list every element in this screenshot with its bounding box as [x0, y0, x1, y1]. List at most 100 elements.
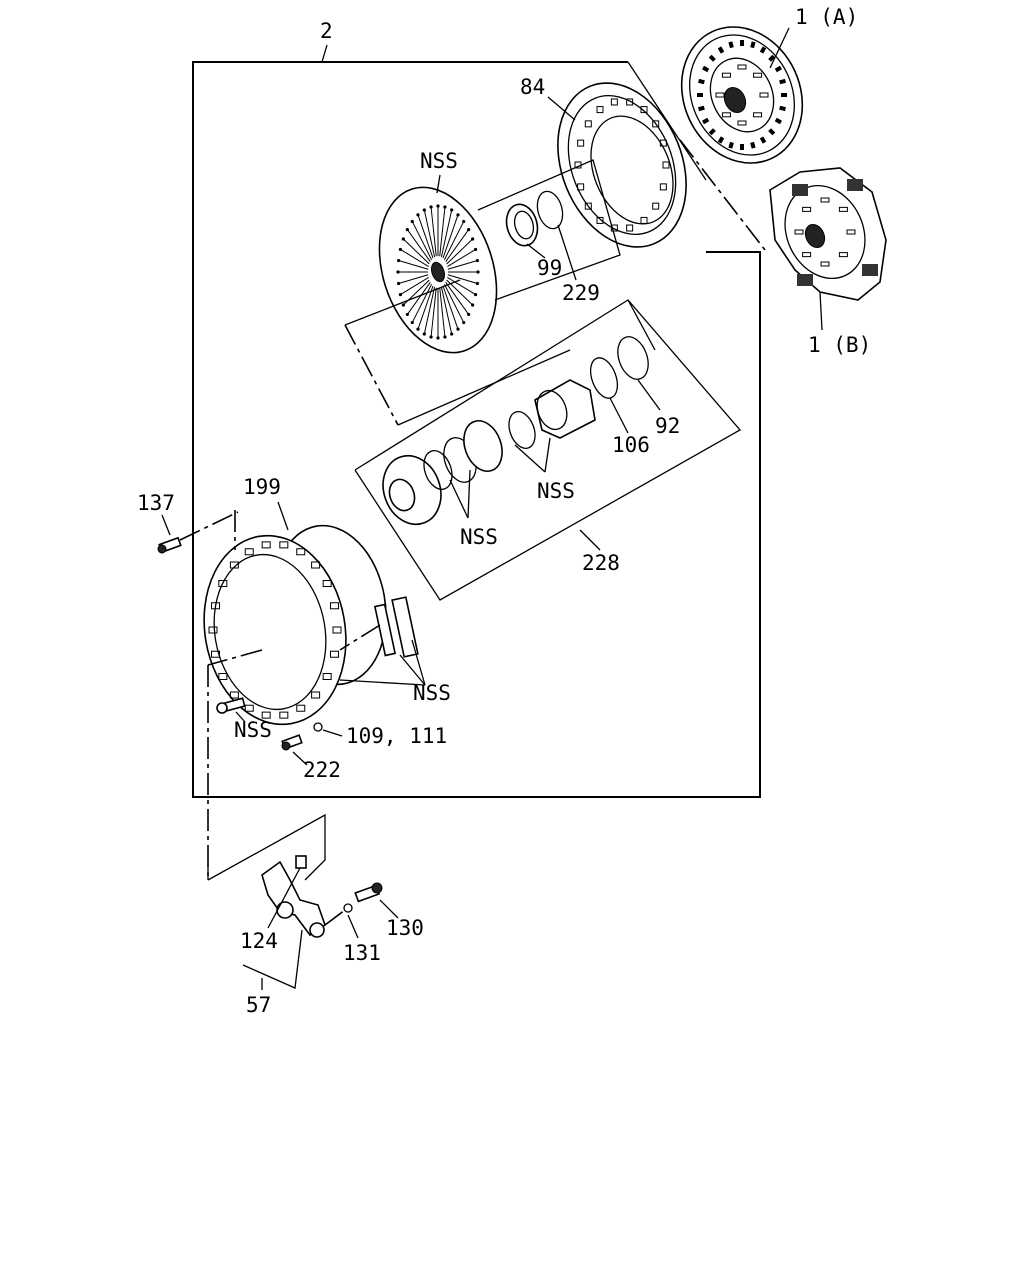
spoke-dot: [401, 303, 405, 307]
friction-segment: [740, 144, 744, 150]
plate-lug: [584, 202, 592, 210]
friction-segment: [708, 54, 716, 62]
housing-rib: [244, 548, 254, 556]
release-fork-icon: [261, 855, 326, 938]
plate-lug: [652, 202, 660, 210]
spoke-line: [417, 285, 434, 330]
friction-segment: [779, 105, 786, 112]
housing-rib: [211, 602, 221, 610]
spoke-dot: [416, 213, 420, 217]
housing-rib: [322, 580, 332, 588]
plate-lug: [610, 98, 618, 106]
damper-spring: [820, 261, 830, 267]
spoke-line: [447, 277, 476, 296]
spoke-dot: [462, 320, 466, 325]
bolt-222-icon: [281, 734, 303, 751]
plate-lug: [659, 139, 667, 147]
spoke-dot: [416, 327, 420, 331]
housing-rib: [296, 548, 306, 556]
spoke-line: [445, 229, 470, 263]
spoke-line: [423, 286, 436, 335]
spoke-line: [417, 214, 434, 259]
spoke-dot: [398, 292, 403, 297]
spoke-line: [447, 274, 478, 284]
spoke-dot: [405, 312, 409, 317]
clutch-disc-b-icon: [769, 167, 887, 301]
spoke-dot: [476, 270, 480, 274]
friction-segment: [740, 40, 744, 46]
label-nss-bearing: NSS: [537, 479, 575, 503]
label-1b: 1 (B): [808, 333, 871, 357]
spoke-line: [411, 284, 433, 323]
spoke-line: [443, 284, 465, 323]
button-pad: [847, 179, 863, 191]
spoke-line: [411, 221, 433, 260]
spoke-line: [398, 274, 429, 284]
spoke-line: [447, 260, 478, 270]
spoke-dot: [398, 247, 403, 252]
friction-segment: [768, 54, 776, 62]
housing-rib: [279, 541, 289, 549]
damper-spring: [753, 72, 763, 78]
spoke-dot: [471, 303, 475, 307]
label-229: 229: [562, 281, 600, 305]
spoke-dot: [436, 336, 440, 340]
spoke-line: [447, 248, 476, 267]
damper-spring: [820, 197, 830, 203]
spoke-dot: [396, 270, 400, 274]
damper-spring: [802, 206, 812, 212]
pin-icon: [216, 697, 246, 714]
label-222: 222: [303, 758, 341, 782]
damper-spring: [753, 112, 763, 118]
friction-segment: [774, 65, 782, 73]
damper-spring: [759, 92, 769, 98]
damper-spring: [721, 112, 731, 118]
label-228: 228: [582, 551, 620, 575]
spoke-line: [440, 286, 453, 335]
friction-segment: [702, 65, 710, 73]
washer-109-icon: [313, 722, 323, 732]
housing-rib: [329, 602, 339, 610]
spoke-line: [442, 214, 459, 259]
spoke-dot: [401, 237, 405, 241]
plate-lug: [626, 224, 634, 232]
friction-segment: [779, 78, 786, 85]
label-106: 106: [612, 433, 650, 457]
friction-segment: [728, 141, 734, 149]
clutch-housing-icon: [203, 524, 387, 726]
spoke-line: [406, 229, 431, 263]
label-199: 199: [243, 475, 281, 499]
friction-segment: [759, 136, 767, 144]
friction-segment: [698, 105, 705, 112]
spoke-dot: [450, 332, 454, 336]
spoke-line: [400, 248, 429, 267]
plate-lug: [577, 139, 585, 147]
spoke-dot: [397, 281, 401, 286]
snap-ring-229-icon: [536, 190, 564, 230]
plate-lug: [596, 216, 604, 224]
label-84: 84: [520, 75, 545, 99]
diaphragm-spring-icon: [378, 186, 498, 354]
friction-segment: [750, 141, 756, 149]
damper-spring: [737, 120, 747, 126]
ring-99-icon: [505, 203, 539, 247]
housing-rib: [218, 580, 228, 588]
spoke-dot: [405, 227, 409, 232]
label-nss-pin: NSS: [234, 718, 272, 742]
friction-segment: [702, 117, 710, 125]
label-124: 124: [240, 929, 278, 953]
spoke-dot: [450, 208, 454, 212]
label-92: 92: [655, 414, 680, 438]
friction-segment: [768, 128, 776, 136]
label-131: 131: [343, 941, 381, 965]
spoke-dot: [462, 219, 466, 224]
spoke-line: [443, 221, 465, 260]
spoke-line: [439, 287, 446, 338]
clutch-disc-a-icon: [680, 26, 804, 164]
damper-spring: [721, 72, 731, 78]
friction-segment: [781, 93, 787, 97]
ring-106-icon: [589, 357, 619, 399]
housing-rib: [229, 561, 239, 569]
plate-lug: [652, 120, 660, 128]
